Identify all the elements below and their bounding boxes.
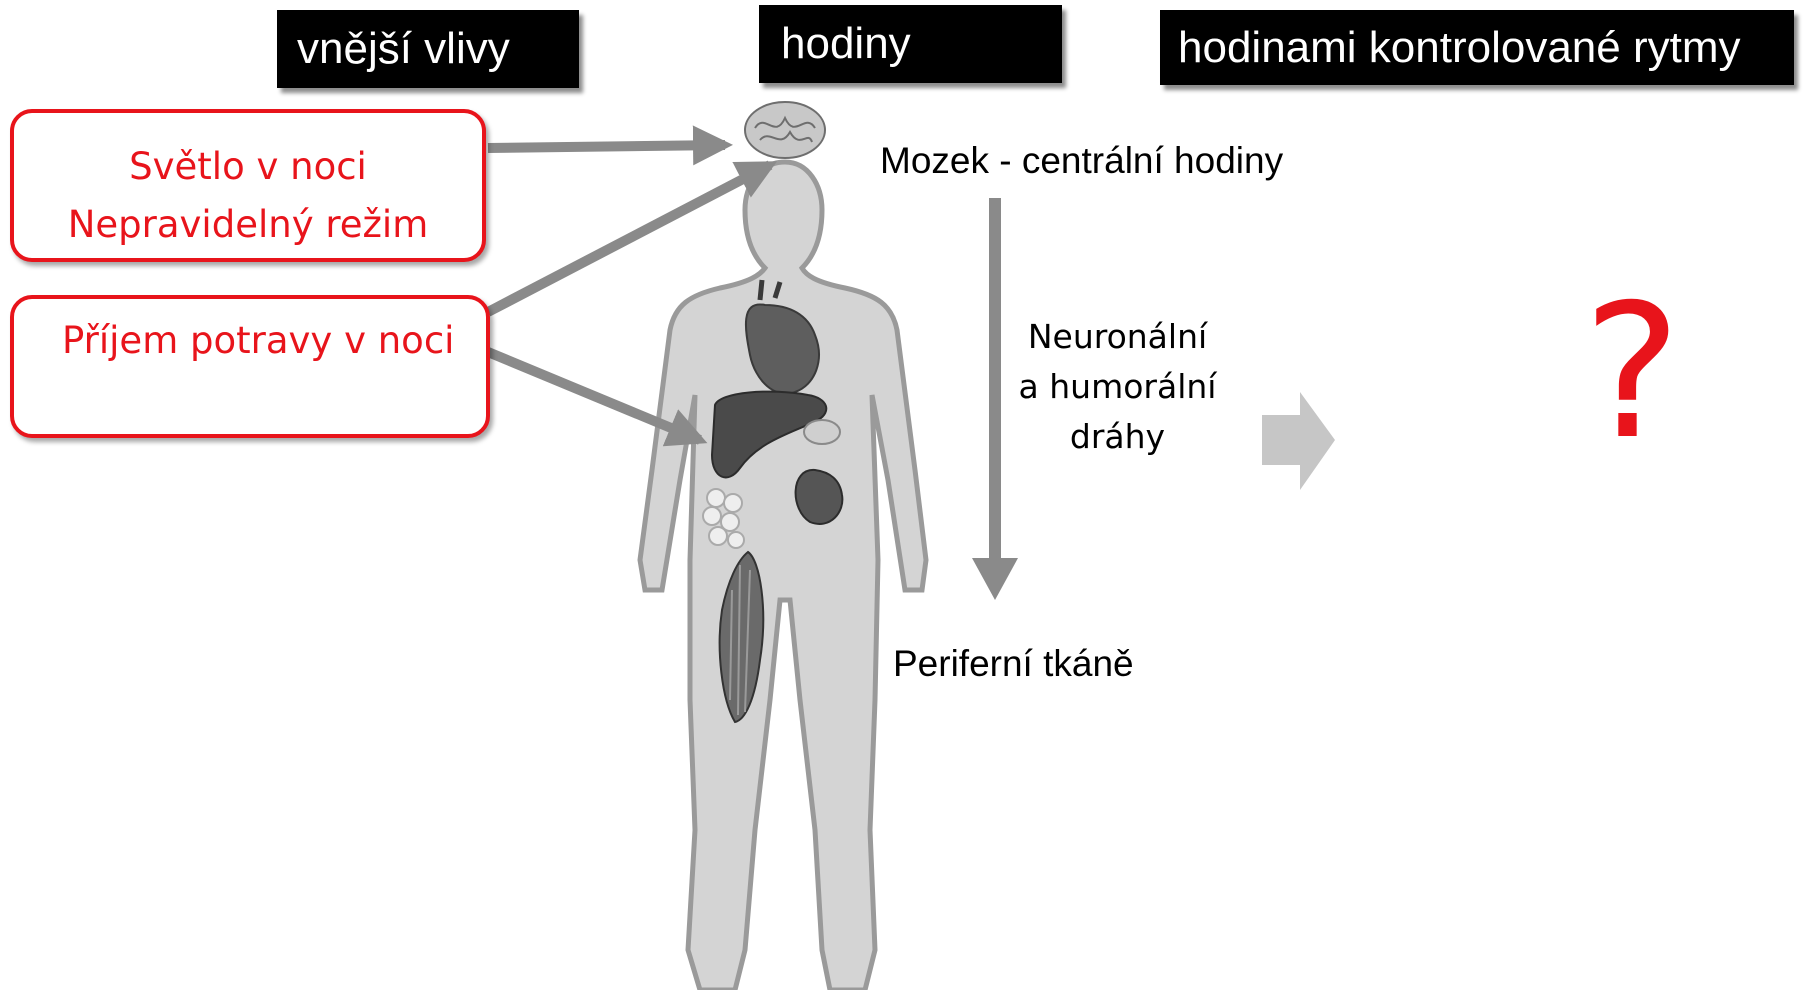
pathway-label: Neuronální a humorální dráhy <box>990 312 1245 462</box>
pathway-label-line3: dráhy <box>990 412 1245 462</box>
human-body-silhouette <box>640 162 926 990</box>
arrow-light-to-brain <box>488 145 725 148</box>
header-clock: hodiny <box>759 5 1062 83</box>
kidney-icon <box>796 470 843 524</box>
influence-irregular-schedule: Nepravidelný režim <box>14 196 482 254</box>
block-arrow-to-rhythms <box>1262 392 1335 490</box>
influence-box-food: Příjem potravy v noci <box>10 295 490 438</box>
peripheral-tissues-label: Periferní tkáně <box>893 643 1134 685</box>
fat-tissue-icon <box>703 489 744 548</box>
pathway-label-line1: Neuronální <box>990 312 1245 362</box>
unknown-rhythms-question-mark: ? <box>1583 280 1681 465</box>
header-external-influences: vnější vlivy <box>277 10 579 88</box>
influence-light-at-night: Světlo v noci <box>14 138 482 196</box>
influence-night-eating: Příjem potravy v noci <box>62 319 486 362</box>
central-clock-label: Mozek - centrální hodiny <box>880 140 1283 182</box>
pathway-label-line2: a humorální <box>990 362 1245 412</box>
influence-box-light-schedule: Světlo v noci Nepravidelný režim <box>10 109 486 262</box>
brain-icon <box>745 102 825 158</box>
header-controlled-rhythms: hodinami kontrolované rytmy <box>1160 10 1794 85</box>
